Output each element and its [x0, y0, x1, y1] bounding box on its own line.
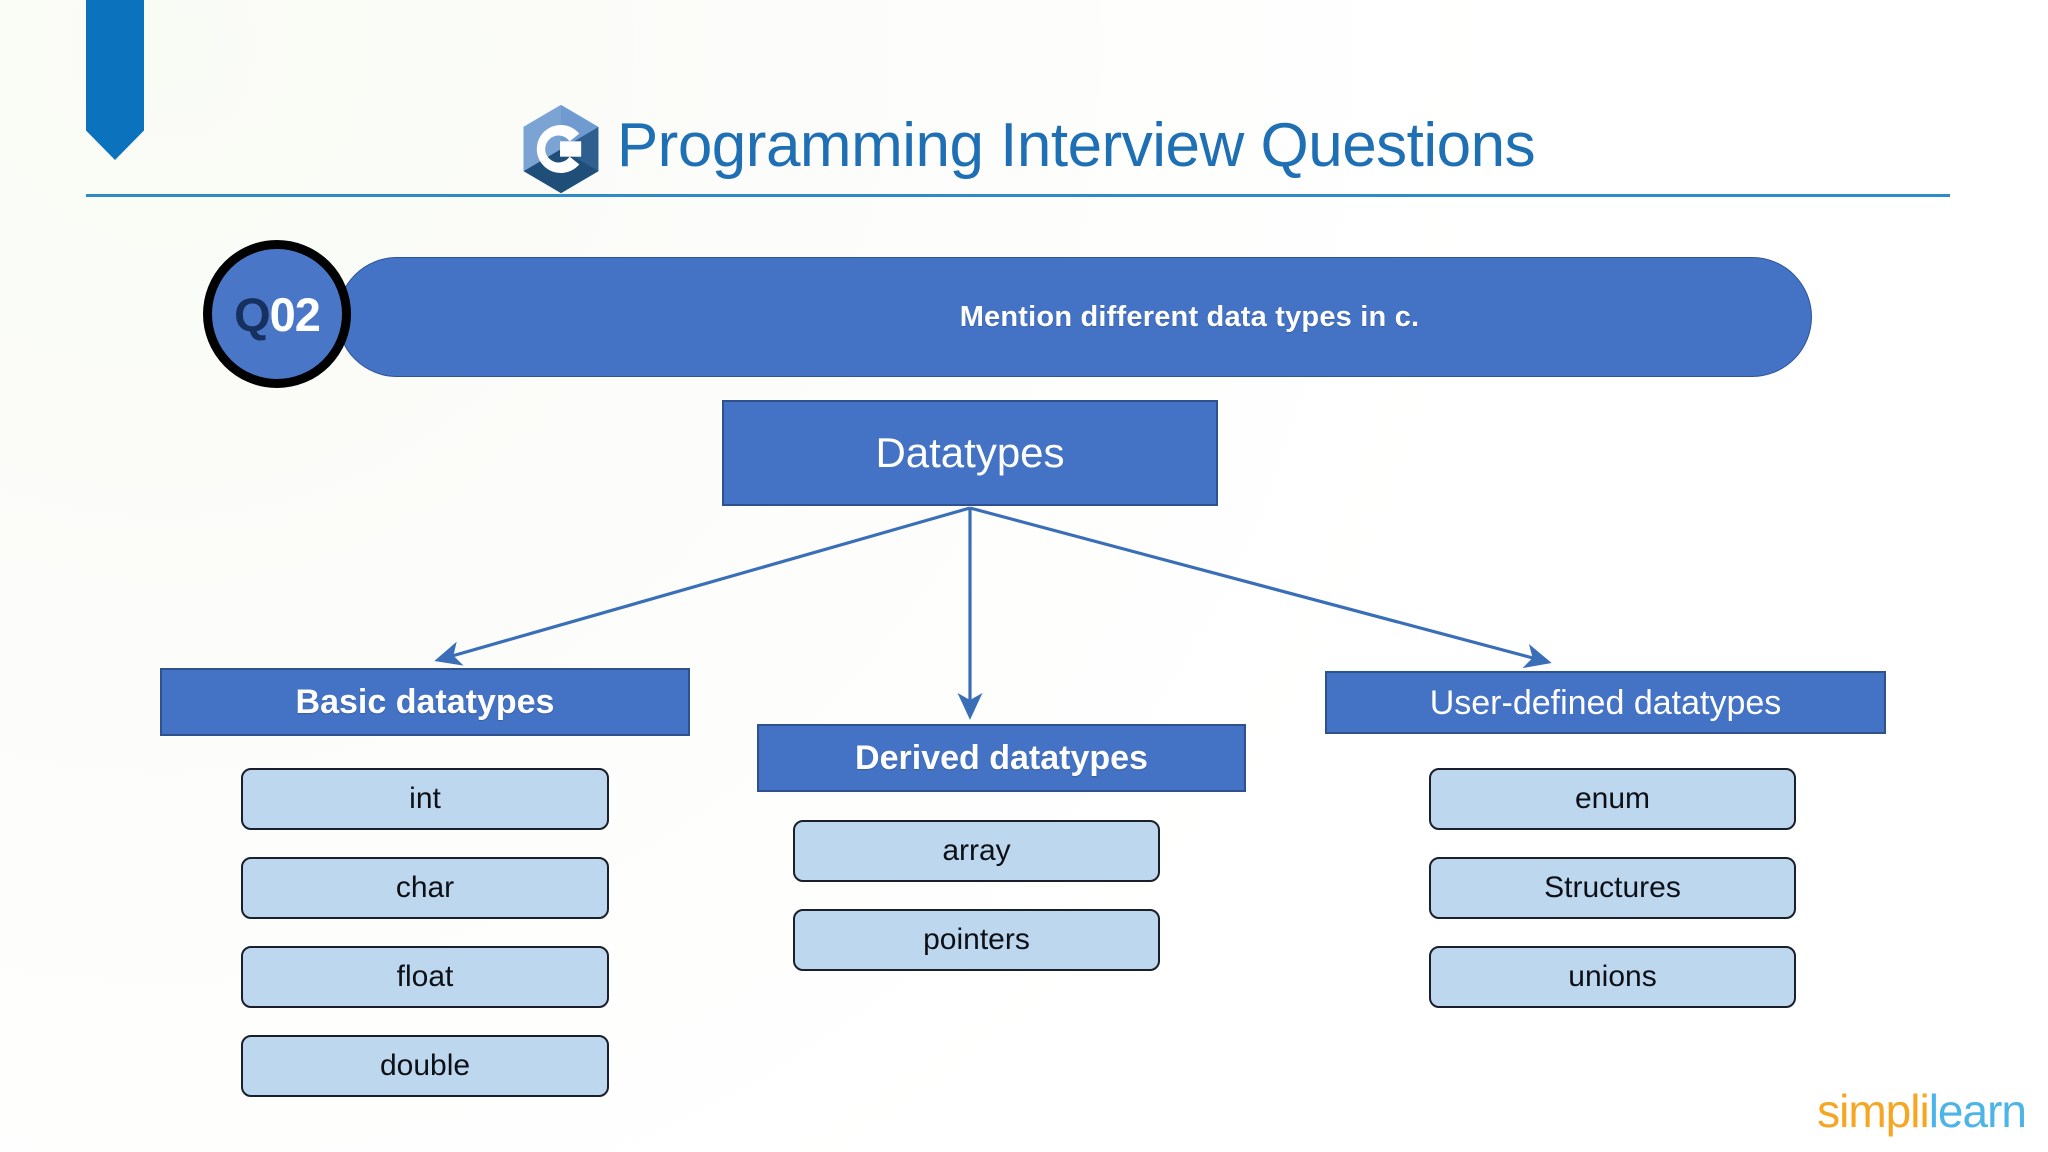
- list-item: double: [241, 1035, 609, 1097]
- node-datatypes-root: Datatypes: [722, 400, 1218, 506]
- simplilearn-brand-logo: simplilearn: [1817, 1085, 2027, 1137]
- list-item: enum: [1429, 768, 1796, 830]
- category-header-derived-datatypes-label: Derived datatypes: [855, 739, 1148, 777]
- question-badge-number: 02: [269, 287, 321, 341]
- list-item-label: float: [396, 960, 454, 993]
- question-number-badge: Q02: [203, 240, 351, 388]
- question-number-label: Q02: [234, 287, 321, 341]
- arrow-to-basic: [434, 506, 971, 666]
- list-item-label: array: [942, 834, 1011, 867]
- question-text: Mention different data types in c.: [959, 300, 1420, 333]
- list-item-label: double: [379, 1049, 471, 1082]
- list-item: Structures: [1429, 857, 1796, 919]
- category-header-user-defined-datatypes: User-defined datatypes: [1325, 671, 1886, 734]
- brand-text-part2: learn: [1928, 1085, 2027, 1137]
- c-language-logo-icon: [523, 104, 599, 194]
- arrow-to-user-defined: [969, 506, 1552, 669]
- brand-text-separator: i: [1919, 1085, 1929, 1137]
- brand-text-part1: simpl: [1817, 1085, 1920, 1137]
- page-title: Programming Interview Questions: [616, 111, 1536, 180]
- category-header-basic-datatypes: Basic datatypes: [160, 668, 690, 736]
- list-item-label: Structures: [1544, 871, 1681, 904]
- list-item: pointers: [793, 909, 1160, 971]
- category-header-basic-datatypes-label: Basic datatypes: [295, 683, 555, 721]
- list-item: int: [241, 768, 609, 830]
- ribbon-decoration-icon: [86, 0, 144, 160]
- header-divider: [86, 194, 1950, 197]
- list-item: array: [793, 820, 1160, 882]
- slide-header: Programming Interview Questions: [0, 96, 2048, 196]
- list-item-label: int: [409, 782, 441, 815]
- category-header-user-defined-datatypes-label: User-defined datatypes: [1429, 683, 1782, 722]
- list-item-label: char: [395, 871, 455, 904]
- category-header-derived-datatypes: Derived datatypes: [757, 724, 1246, 792]
- question-badge-letter: Q: [234, 287, 271, 341]
- list-item: float: [241, 946, 609, 1008]
- list-item: char: [241, 857, 609, 919]
- node-datatypes-root-label: Datatypes: [875, 429, 1065, 476]
- list-item-label: enum: [1574, 782, 1651, 815]
- list-item: unions: [1429, 946, 1796, 1008]
- question-banner: Mention different data types in c.: [337, 257, 1812, 377]
- list-item-label: unions: [1568, 960, 1657, 993]
- list-item-label: pointers: [923, 923, 1030, 956]
